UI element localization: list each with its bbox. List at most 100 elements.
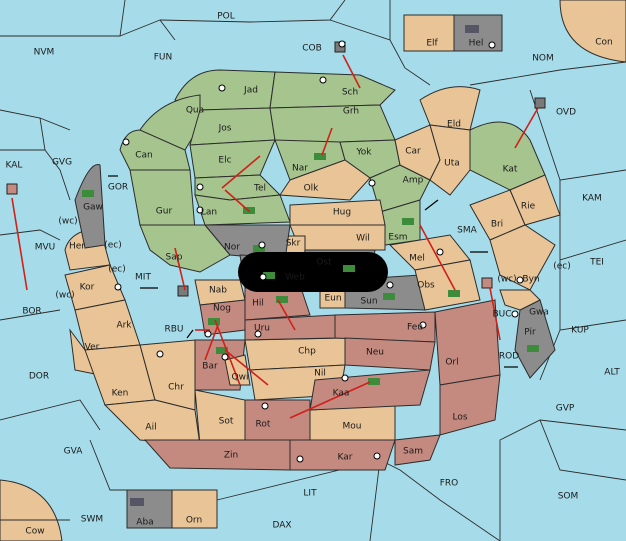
- province-her-label: Her: [69, 242, 85, 252]
- sea-dor-label: DOR: [29, 372, 49, 382]
- province-gwa-label: Gwa: [529, 308, 549, 318]
- province-kaa-label: Kaa: [333, 389, 350, 399]
- province-lan[interactable]: [194, 194, 291, 226]
- army-token[interactable]: [82, 190, 94, 197]
- province-pir-label: Pir: [524, 328, 536, 338]
- province-amp-label: Amp: [403, 176, 424, 186]
- province-gur[interactable]: [129, 169, 196, 231]
- province-web-label: Web: [285, 273, 305, 283]
- sea-mvu-label: MVU: [35, 243, 56, 253]
- province-gaw[interactable]: [74, 163, 106, 249]
- province-lan-label: Lan: [201, 208, 217, 218]
- province-can-label: Can: [135, 151, 153, 161]
- province-eun-label: Eun: [324, 294, 341, 304]
- sea-con-label: Con: [595, 38, 613, 48]
- elf-box[interactable]: [403, 14, 455, 52]
- army-token[interactable]: [253, 245, 265, 252]
- province-nil-label: Nil: [314, 369, 326, 379]
- province-elc-label: Elc: [218, 156, 231, 166]
- army-token[interactable]: [263, 272, 275, 279]
- sea-rbu-label: RBU: [164, 325, 183, 335]
- sea-dax-label: DAX: [272, 521, 291, 531]
- army-token[interactable]: [314, 153, 326, 160]
- province-sot-label: Sot: [219, 417, 234, 427]
- province-bar-label: Bar: [202, 362, 218, 372]
- province-kor-label: Kor: [80, 283, 95, 293]
- province-sap-label: Sap: [166, 253, 183, 263]
- army-token[interactable]: [402, 218, 414, 225]
- army-token[interactable]: [368, 378, 380, 385]
- province-kar-label: Kar: [338, 453, 353, 463]
- province-chp[interactable]: [244, 337, 346, 371]
- army-token[interactable]: [208, 318, 220, 325]
- army-token[interactable]: [383, 293, 395, 300]
- fleet-token[interactable]: [177, 285, 189, 297]
- province-car-label: Car: [405, 147, 421, 157]
- province-gwa[interactable]: [499, 289, 541, 311]
- sea-som-label: SOM: [558, 492, 579, 502]
- province-eld-label: Eld: [447, 120, 461, 130]
- coast-c5-label: (wc): [497, 275, 516, 285]
- province-sch[interactable]: [269, 71, 396, 109]
- province-eld[interactable]: [419, 86, 481, 131]
- order-arrows: [11, 54, 539, 419]
- province-ail-label: Ail: [145, 423, 156, 433]
- province-kaa[interactable]: [309, 369, 431, 411]
- province-los-label: Los: [452, 413, 467, 423]
- province-sun-label: Sun: [360, 297, 377, 307]
- province-kar[interactable]: [289, 439, 396, 471]
- province-nog-label: Nog: [213, 304, 231, 314]
- province-can[interactable]: [119, 129, 191, 171]
- army-token[interactable]: [448, 290, 460, 297]
- province-uru-label: Uru: [254, 324, 270, 334]
- fleet-token[interactable]: [6, 183, 18, 195]
- fleet-token[interactable]: [534, 97, 546, 109]
- orn-box[interactable]: [171, 489, 218, 529]
- province-sam[interactable]: [394, 434, 441, 466]
- province-ail[interactable]: [103, 399, 201, 446]
- province-ost-label: Ost: [316, 258, 332, 268]
- aba-box[interactable]: [126, 489, 173, 529]
- coast-c4-label: (wc): [55, 291, 74, 301]
- army-token[interactable]: [216, 347, 228, 354]
- province-gaw-label: Gaw: [83, 203, 103, 213]
- sea-kal-label: KAL: [6, 161, 23, 171]
- offmap-orn-label: Orn: [186, 516, 202, 526]
- province-kat-label: Kat: [503, 165, 518, 175]
- units: [6, 25, 546, 506]
- sea-lit-label: LIT: [303, 489, 317, 499]
- province-mel-label: Mel: [409, 254, 425, 264]
- army-token[interactable]: [527, 345, 539, 352]
- province-neu[interactable]: [344, 337, 436, 371]
- province-sam-label: Sam: [403, 447, 423, 457]
- sea-tei-label: TEI: [589, 258, 604, 268]
- province-byn[interactable]: [489, 224, 556, 291]
- province-sch-label: Sch: [342, 88, 358, 98]
- province-jad-label: Jad: [243, 86, 258, 96]
- fleet-token[interactable]: [465, 25, 479, 33]
- sea-kam-label: KAM: [582, 194, 602, 204]
- province-los[interactable]: [439, 374, 501, 436]
- sea-nom-label: NOM: [532, 54, 554, 64]
- province-hug-label: Hug: [333, 208, 351, 218]
- sea-sma-label: SMA: [457, 226, 477, 236]
- army-token[interactable]: [343, 265, 355, 272]
- province-obs[interactable]: [414, 259, 481, 311]
- sea-swm-label: SWM: [81, 515, 103, 525]
- province-qwi-label: Qwi: [232, 373, 249, 383]
- grey-areas: [74, 163, 556, 386]
- province-uta[interactable]: [429, 124, 471, 196]
- province-olk[interactable]: [279, 159, 371, 201]
- province-uta-label: Uta: [444, 159, 460, 169]
- sea-gvp-label: GVP: [556, 404, 575, 414]
- province-zin-label: Zin: [224, 451, 238, 461]
- province-olk-label: Olk: [304, 184, 320, 194]
- province-orl[interactable]: [434, 299, 501, 386]
- army-token[interactable]: [276, 296, 288, 303]
- fleet-token[interactable]: [130, 498, 144, 506]
- fleet-token[interactable]: [481, 277, 493, 289]
- sea-ovd-label: OVD: [556, 108, 576, 118]
- sea-nvm-label: NVM: [34, 48, 55, 58]
